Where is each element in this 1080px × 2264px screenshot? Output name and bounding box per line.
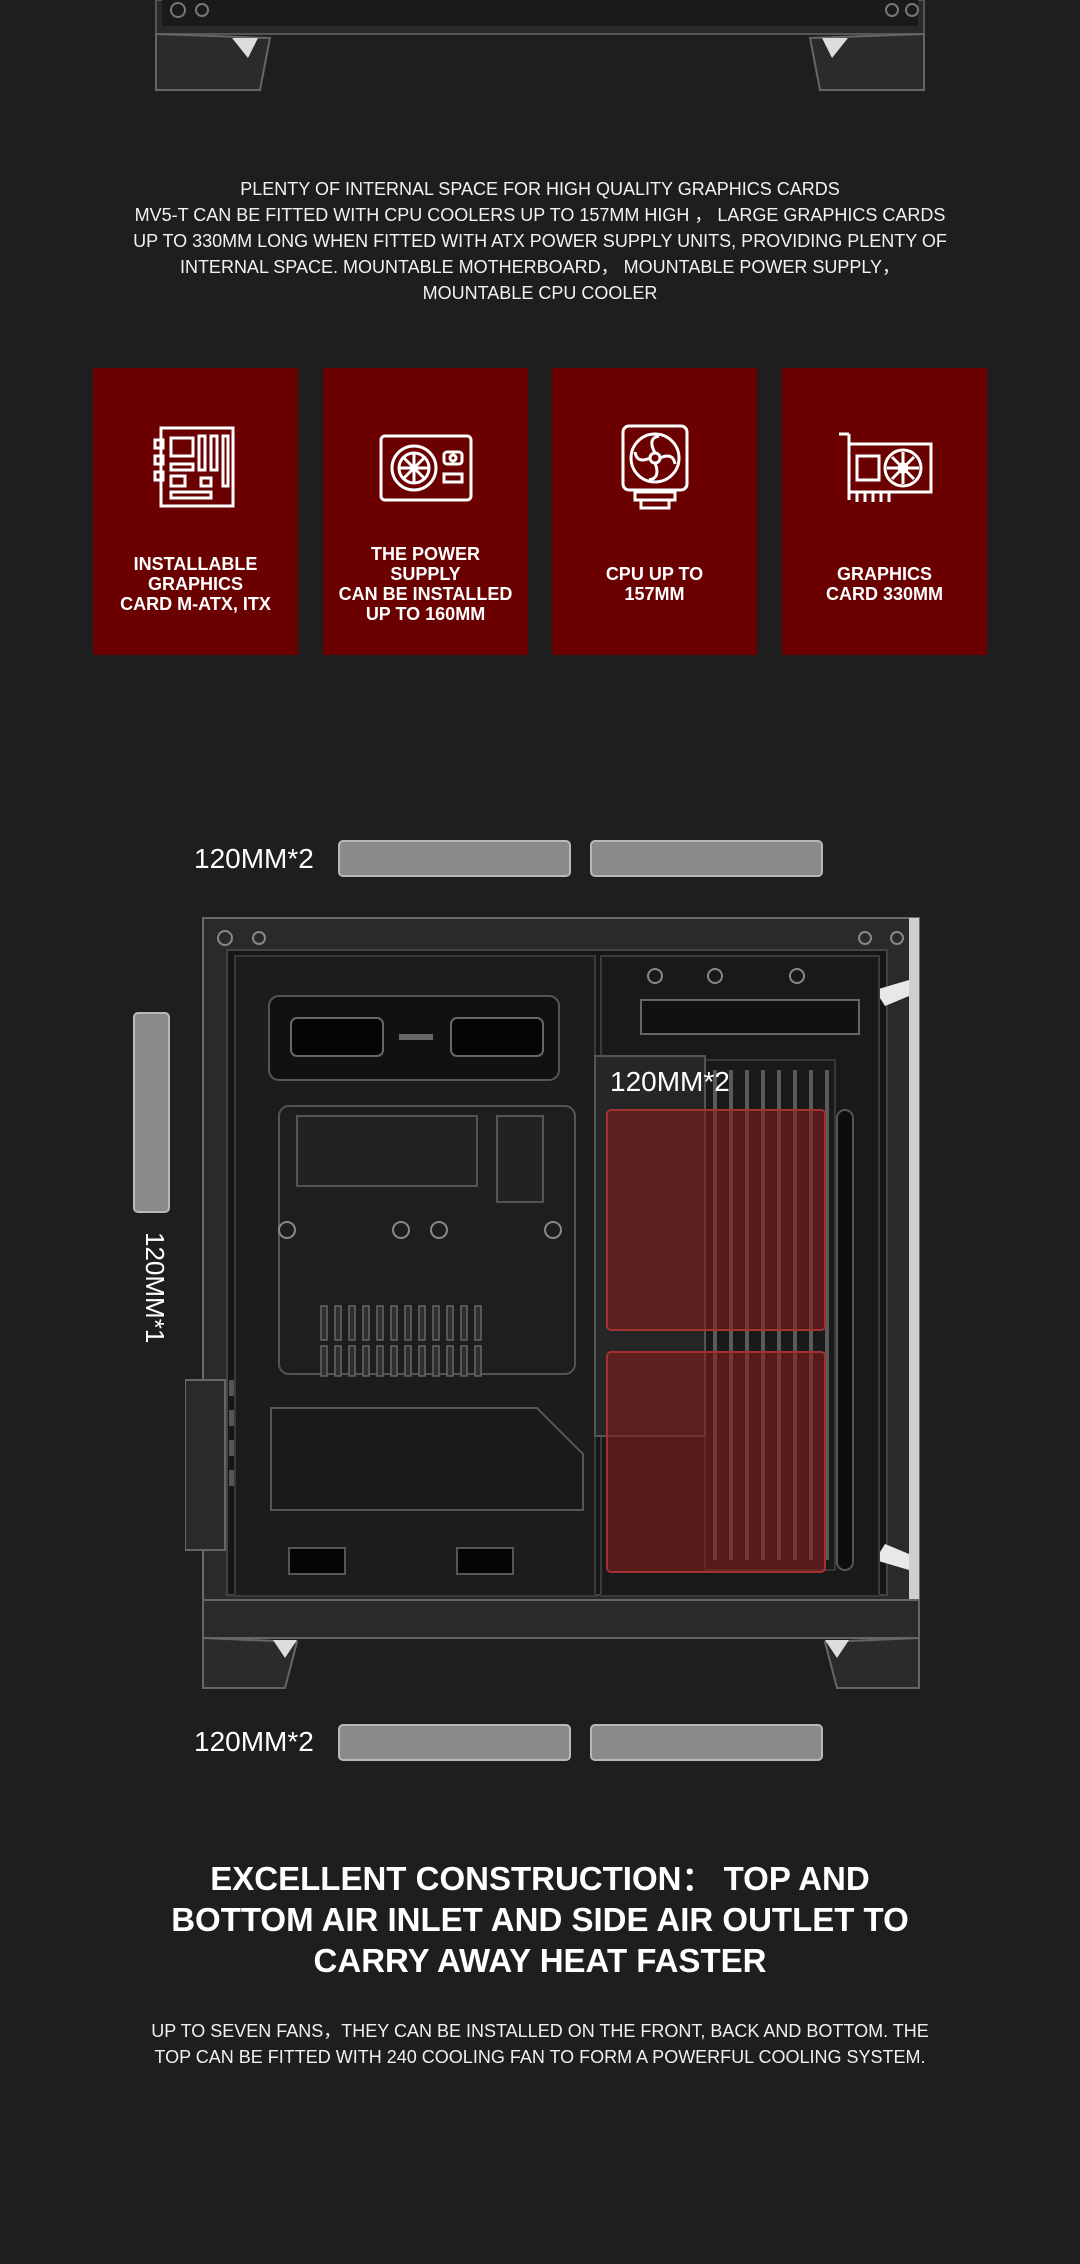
front-fan-label: 120MM*2 [610,1066,730,1097]
feature-card-graphics-card: GRAPHICS CARD 330MM [782,368,987,655]
sub-line: TOP CAN BE FITTED WITH 240 COOLING FAN T… [154,2047,926,2067]
intro-text: PLENTY OF INTERNAL SPACE FOR HIGH QUALIT… [120,176,960,306]
motherboard-icon [153,426,234,508]
side-fan-label: 120MM*1 [140,1232,170,1344]
feature-label: GRAPHICS [836,563,932,584]
headline: EXCELLENT CONSTRUCTION： TOP AND BOTTOM A… [100,1858,980,1981]
sub-text: UP TO SEVEN FANS，THEY CAN BE INSTALLED O… [100,2018,980,2070]
intro-line: MV5-T CAN BE FITTED WITH CPU COOLERS UP … [134,205,946,225]
headline-line: EXCELLENT CONSTRUCTION： TOP AND [210,1860,870,1897]
side-fan-slot [133,1012,170,1213]
headline-line: CARRY AWAY HEAT FASTER [313,1942,767,1979]
cpu-cooler-icon [621,424,688,510]
bottom-fan-slot [590,1724,823,1761]
bottom-fan-label: 120MM*2 [194,1726,314,1757]
sub-line: UP TO SEVEN FANS，THEY CAN BE INSTALLED O… [151,2021,929,2041]
case-top-image [155,0,925,91]
feature-card-motherboard: INSTALLABLE GRAPHICS CARD M-ATX, ITX [93,368,298,655]
graphics-card-icon [838,432,932,502]
feature-label: CPU UP TO [605,563,704,584]
intro-line: UP TO 330MM LONG WHEN FITTED WITH ATX PO… [133,231,947,251]
power-supply-icon [379,434,472,502]
bottom-fan-slot [338,1724,571,1761]
top-fan-label: 120MM*2 [194,843,314,874]
feature-label: CARD M-ATX, ITX [120,593,271,614]
headline-line: BOTTOM AIR INLET AND SIDE AIR OUTLET TO [171,1901,909,1938]
case-interior-image [185,917,920,1689]
feature-label: CARD 330MM [825,583,944,604]
top-fan-slot [338,840,571,877]
feature-card-cpu-cooler: CPU UP TO 157MM [552,368,757,655]
top-fan-slot [590,840,823,877]
feature-label: GRAPHICS [147,573,243,594]
intro-line: MOUNTABLE CPU COOLER [422,283,658,303]
feature-label: THE POWER SUPPLY [370,543,480,584]
feature-label: UP TO 160MM [365,603,486,624]
feature-card-power-supply: THE POWER SUPPLY CAN BE INSTALLED UP TO … [323,368,528,655]
feature-label: 157MM [624,583,685,604]
intro-line: INTERNAL SPACE. MOUNTABLE MOTHERBOARD， M… [179,257,901,277]
intro-line: PLENTY OF INTERNAL SPACE FOR HIGH QUALIT… [240,179,840,199]
feature-label: CAN BE INSTALLED [338,583,513,604]
feature-label: INSTALLABLE [133,553,258,574]
